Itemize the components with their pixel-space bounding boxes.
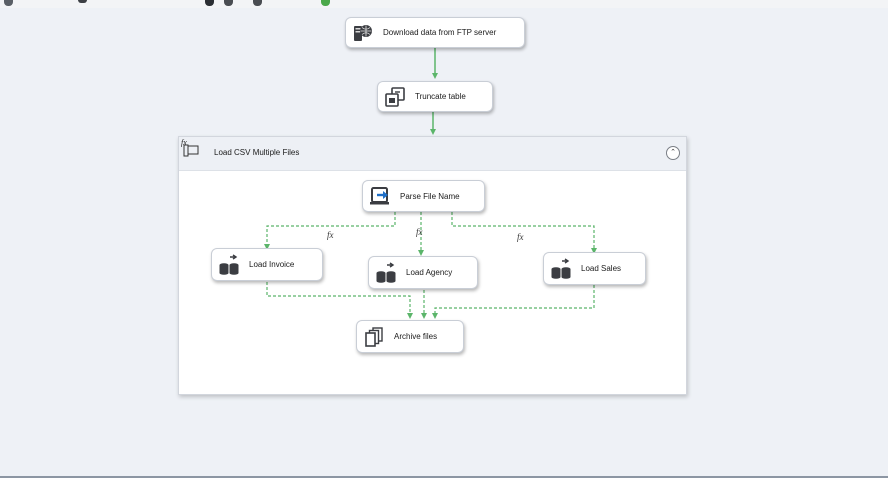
svg-text:fx: fx (181, 138, 187, 147)
data-flow-icon (551, 257, 571, 279)
bottom-panel (0, 476, 888, 501)
foreach-loop-container-icon: fx (181, 138, 199, 157)
task-label: Load Invoice (249, 260, 295, 269)
task-label: Download data from FTP server (383, 28, 497, 37)
task-label: Load Sales (581, 264, 622, 273)
ftp-task-icon (354, 24, 372, 41)
sql-task-icon (385, 86, 405, 107)
parse-file-name-task[interactable]: Parse File Name (362, 180, 485, 212)
script-task-icon (370, 187, 389, 205)
toolbar-icon[interactable] (78, 0, 87, 3)
constraint-sales-archive[interactable] (432, 285, 595, 319)
expression-marker: fx (327, 230, 334, 240)
ftp-task[interactable]: Download data from FTP server (345, 17, 525, 48)
expression-marker: fx (416, 227, 423, 237)
task-label: Load Agency (406, 268, 453, 277)
truncate-table-task[interactable]: Truncate table (377, 81, 493, 112)
load-invoice-task[interactable]: Load Invoice (211, 248, 323, 281)
constraint-invoice-archive[interactable] (266, 282, 413, 319)
task-label: Parse File Name (400, 191, 460, 201)
load-sales-task[interactable]: Load Sales (543, 252, 646, 285)
file-system-task-icon (365, 326, 383, 347)
task-label: Archive files (394, 332, 438, 341)
toolbar-icon[interactable] (253, 0, 262, 6)
container-title: Load CSV Multiple Files (214, 148, 300, 157)
constraint-parse-invoice[interactable] (264, 212, 396, 250)
load-agency-task[interactable]: Load Agency (368, 256, 478, 289)
task-label: Truncate table (415, 92, 466, 101)
constraint-parse-sales[interactable] (451, 212, 597, 254)
archive-files-task[interactable]: Archive files (356, 320, 464, 353)
expression-marker: fx (517, 232, 524, 242)
collapse-button[interactable]: ⌃ (666, 146, 680, 160)
container-header[interactable]: fx Load CSV Multiple Files ⌃ (179, 137, 686, 171)
data-flow-icon (219, 253, 239, 275)
toolbar-icon[interactable] (4, 0, 13, 6)
toolbar-icon[interactable] (224, 0, 233, 6)
toolbar-icon[interactable] (205, 0, 214, 6)
toolbar-icon[interactable] (321, 0, 330, 6)
toolbar-strip (0, 0, 888, 8)
data-flow-icon (376, 261, 396, 283)
